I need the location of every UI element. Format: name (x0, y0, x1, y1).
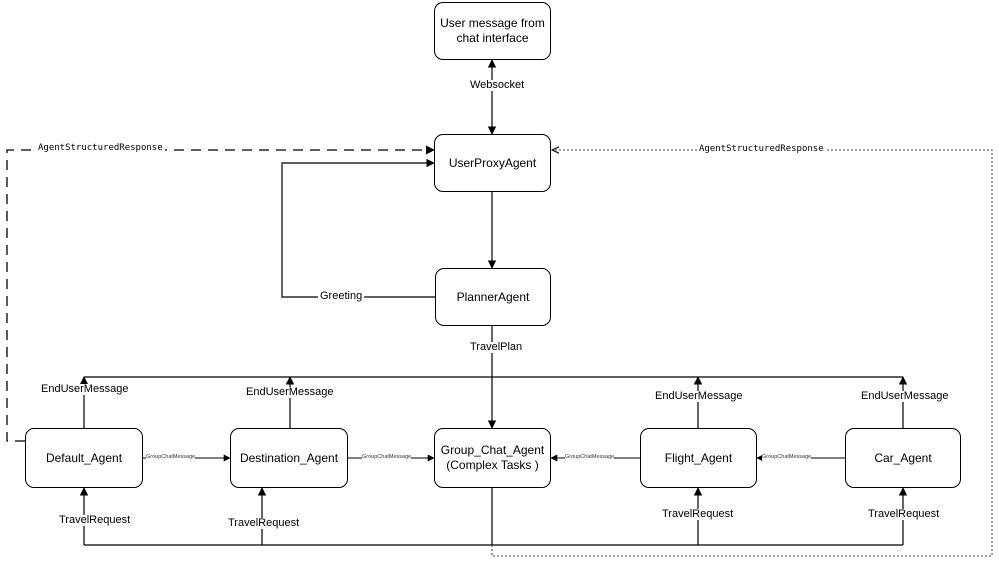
default-agent-label: Default_Agent (45, 450, 123, 465)
user-message-line: User message from (440, 16, 545, 30)
edge-agent-structured-response-left (6, 145, 435, 442)
end-user-message-destination-label: EndUserMessage (246, 386, 334, 398)
end-user-message-flight-label: EndUserMessage (655, 390, 743, 402)
car-agent-node: Car_Agent (845, 428, 961, 488)
end-user-message-default-label: EndUserMessage (41, 383, 129, 395)
edge-greeting (281, 158, 435, 298)
group-chat-agent-node: Group_Chat_Agent (Complex Tasks ) (434, 428, 551, 488)
planner-agent-label: PlannerAgent (456, 289, 530, 304)
travel-request-car-label: TravelRequest (868, 508, 940, 520)
user-message-line: chat interface (456, 31, 529, 45)
flight-agent-label: Flight_Agent (664, 450, 733, 465)
group-chat-message-label-1: GroupChatMessage (146, 454, 196, 461)
travel-request-flight-label: TravelRequest (662, 508, 734, 520)
agent-structured-response-left-label: AgentStructuredResponse (36, 143, 165, 153)
default-agent-node: Default_Agent (25, 428, 143, 488)
flight-agent-node: Flight_Agent (640, 428, 757, 488)
group-chat-agent-line: Group_Chat_Agent (440, 443, 545, 457)
planner-agent-node: PlannerAgent (435, 268, 551, 326)
car-agent-label: Car_Agent (874, 450, 932, 465)
group-chat-agent-line: (Complex Tasks ) (446, 458, 539, 472)
user-message-node: User message from chat interface (434, 2, 551, 60)
greeting-label: Greeting (318, 290, 365, 302)
websocket-label: Websocket (470, 79, 525, 91)
group-chat-message-label-3: GroupChatMessage (565, 454, 615, 461)
group-chat-message-label-4: GroupChatMessage (762, 454, 812, 461)
travel-plan-label: TravelPlan (468, 341, 525, 353)
destination-agent-node: Destination_Agent (230, 428, 348, 488)
travel-request-destination-label: TravelRequest (228, 517, 300, 529)
user-proxy-agent-label: UserProxyAgent (448, 155, 537, 170)
destination-agent-label: Destination_Agent (239, 450, 339, 465)
group-chat-message-label-2: GroupChatMessage (362, 454, 412, 461)
travel-request-default-label: TravelRequest (59, 514, 131, 526)
edge-agent-structured-response-right (491, 150, 993, 557)
agent-structured-response-right-label: AgentStructuredResponse (697, 144, 826, 154)
user-proxy-agent-node: UserProxyAgent (434, 134, 551, 192)
end-user-message-car-label: EndUserMessage (861, 390, 949, 402)
